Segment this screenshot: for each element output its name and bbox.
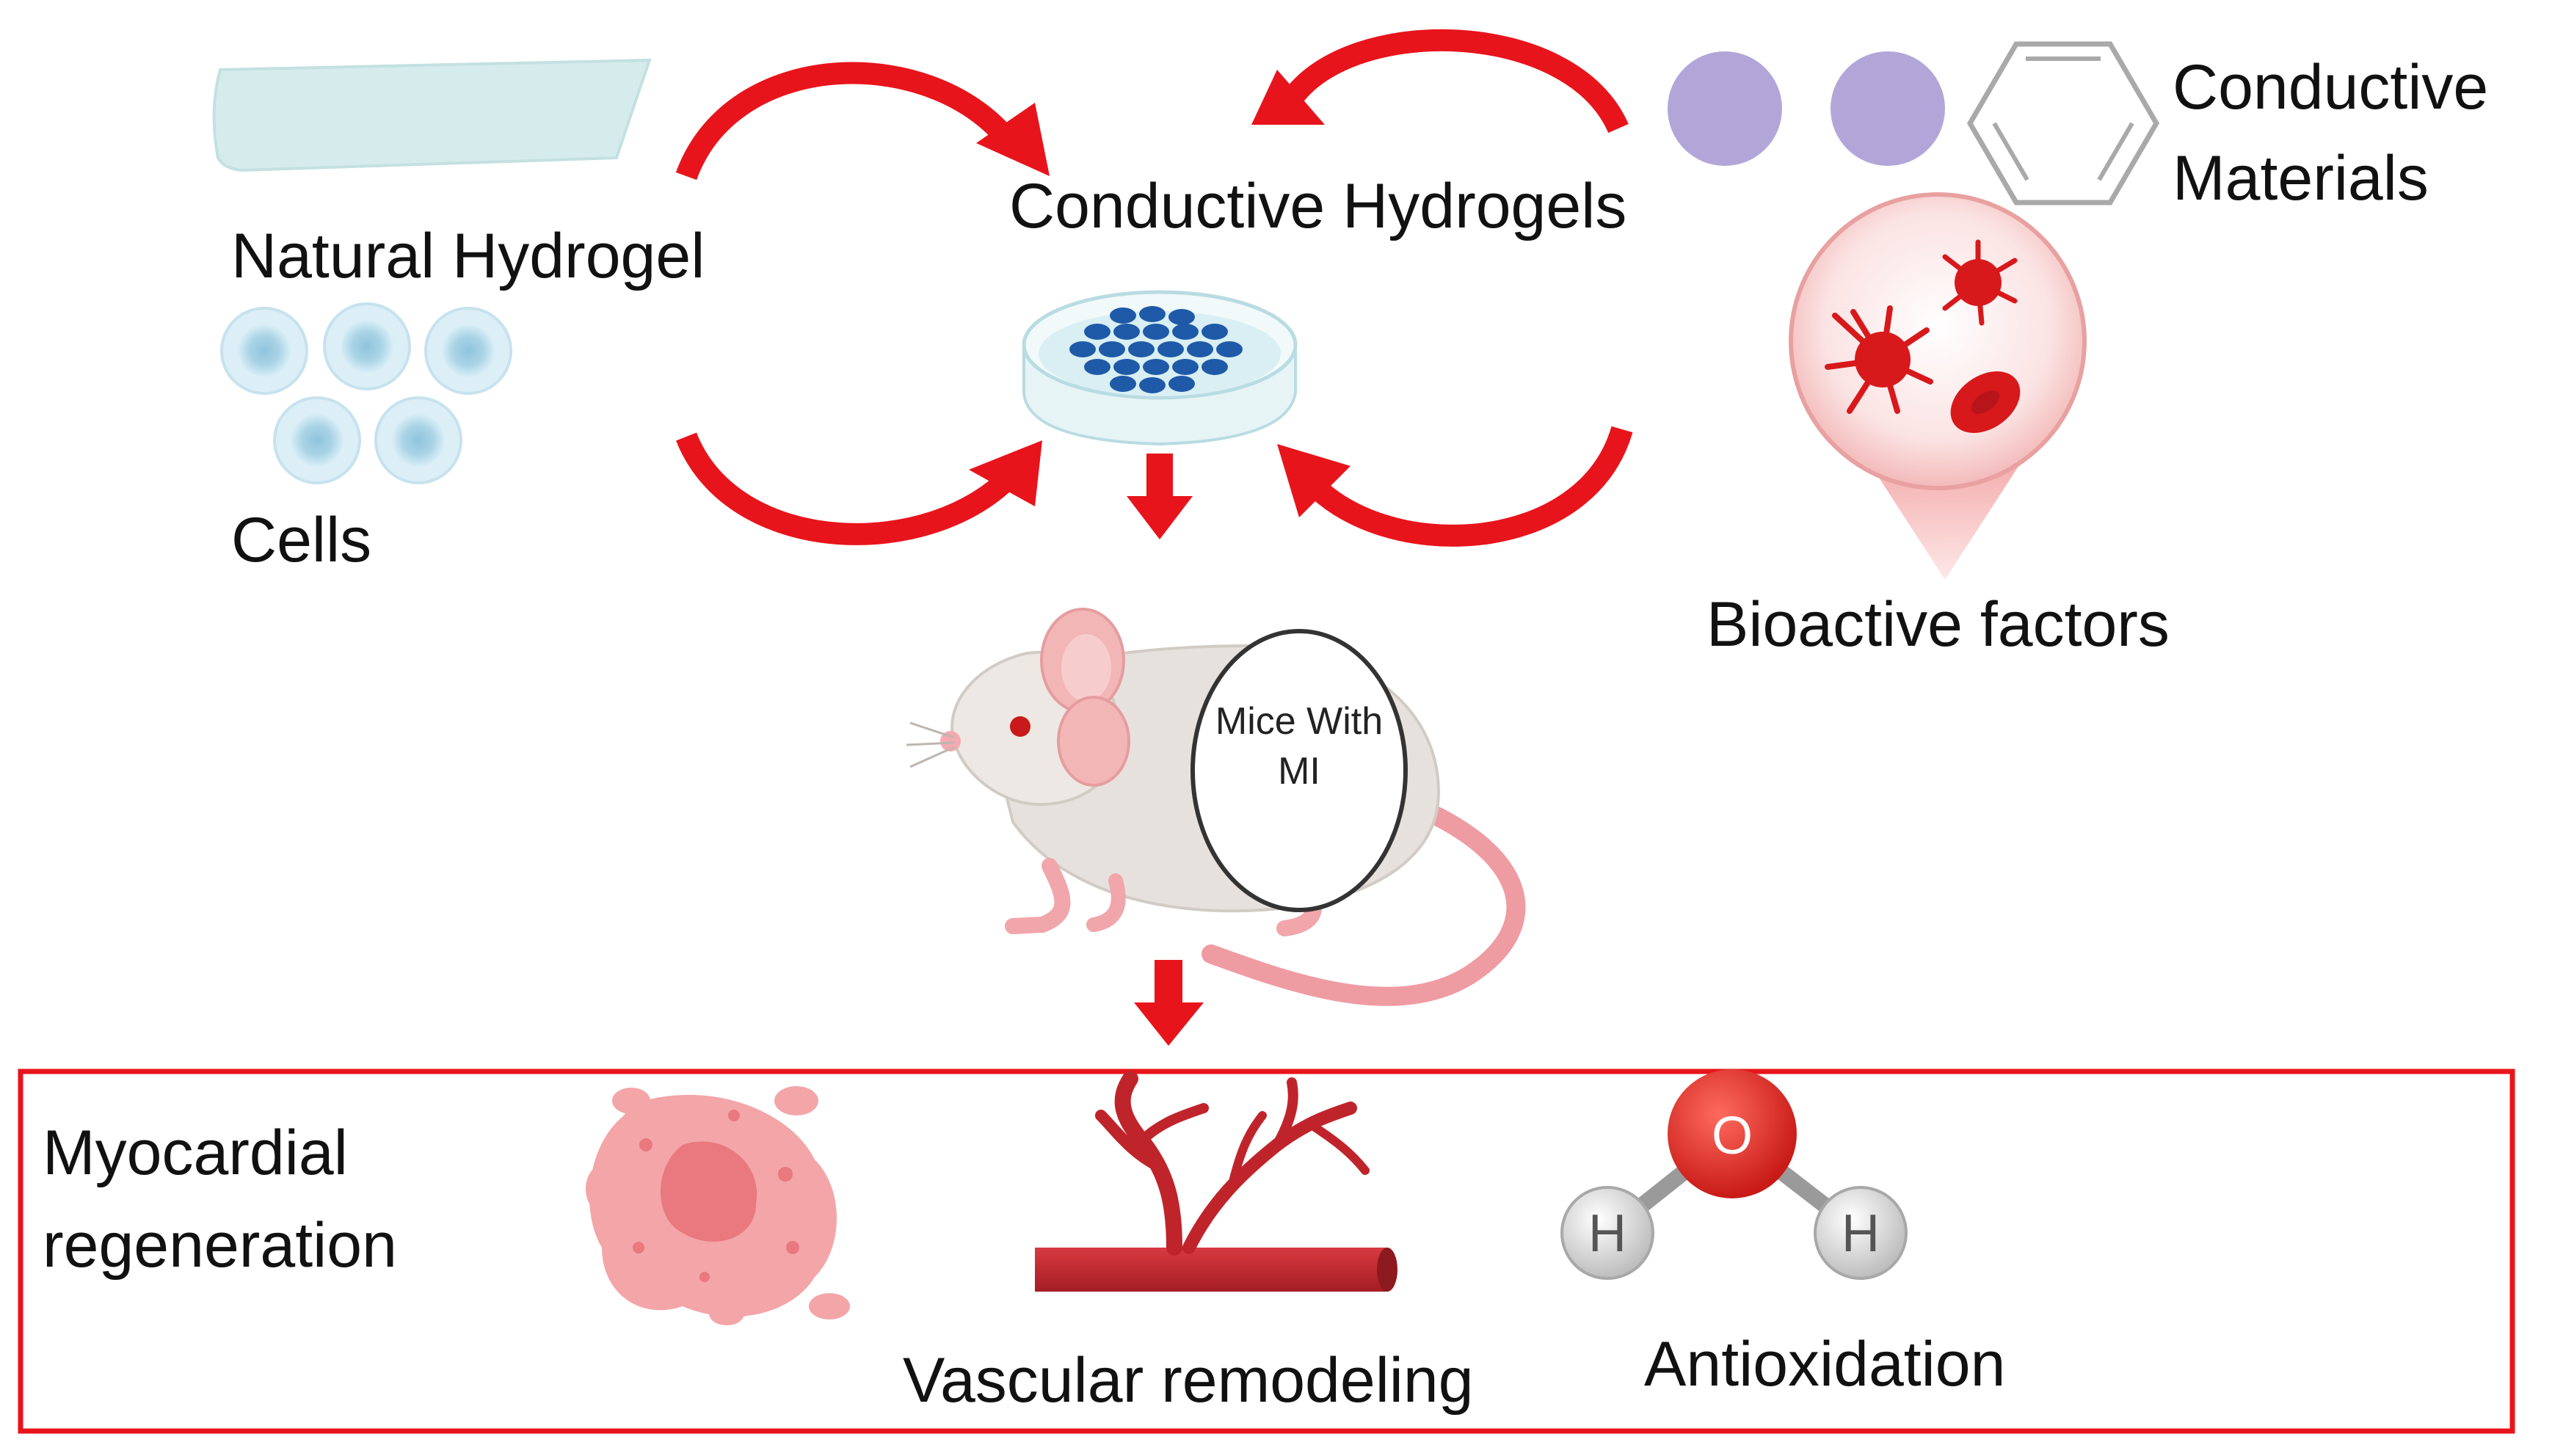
bioactive-cells-icon	[1789, 192, 2087, 580]
natural-hydrogel-label: Natural Hydrogel	[231, 221, 705, 291]
cell	[273, 396, 361, 484]
mouse-icon	[906, 608, 1526, 1006]
conductive-particles-icon	[1668, 51, 1945, 166]
hydrogen-right-atom-label: H	[1842, 1204, 1880, 1263]
conductive-hydrogels-label: Conductive Hydrogels	[1009, 171, 1626, 241]
conductive-materials-label-line2: Materials	[2173, 143, 2429, 214]
bioactive-factors-label: Bioactive factors	[1706, 589, 2170, 660]
mouse-label-line2: MI	[1278, 750, 1320, 793]
myocardial-label-line2: regeneration	[43, 1210, 397, 1281]
benzene-ring-icon	[1966, 41, 2160, 205]
top-right-curved-arrow	[1251, 29, 1629, 134]
myocardium-tissue-icon	[586, 1086, 850, 1325]
cell	[374, 396, 462, 484]
cell-cluster-icon	[220, 302, 512, 484]
petri-dish-icon	[1022, 290, 1298, 446]
mouse-label-line1: Mice With	[1215, 700, 1383, 743]
cell	[323, 302, 411, 390]
down-arrow-to-mouse	[1127, 454, 1193, 539]
hydrogel-sheet-icon	[212, 58, 652, 172]
oxygen-atom-label: O	[1712, 1107, 1753, 1165]
bottom-right-curved-arrow	[1277, 426, 1633, 547]
cell	[220, 307, 308, 395]
down-arrow-to-outcomes	[1134, 960, 1204, 1046]
bottom-left-curved-arrow	[676, 432, 1042, 545]
blood-vessel-icon	[1035, 1071, 1397, 1292]
outcomes-box	[18, 1069, 2515, 1434]
cells-label: Cells	[231, 505, 371, 575]
water-molecule-icon	[1560, 1069, 1908, 1280]
conductive-materials-label-line1: Conductive	[2173, 52, 2488, 123]
top-left-curved-arrow	[675, 62, 1050, 181]
cell	[424, 307, 512, 395]
antioxidation-label: Antioxidation	[1644, 1329, 2005, 1399]
myocardial-label-line1: Myocardial	[43, 1118, 348, 1188]
hydrogen-left-atom-label: H	[1588, 1204, 1626, 1263]
vascular-remodeling-label: Vascular remodeling	[903, 1345, 1474, 1416]
petri-cells	[1069, 306, 1243, 393]
